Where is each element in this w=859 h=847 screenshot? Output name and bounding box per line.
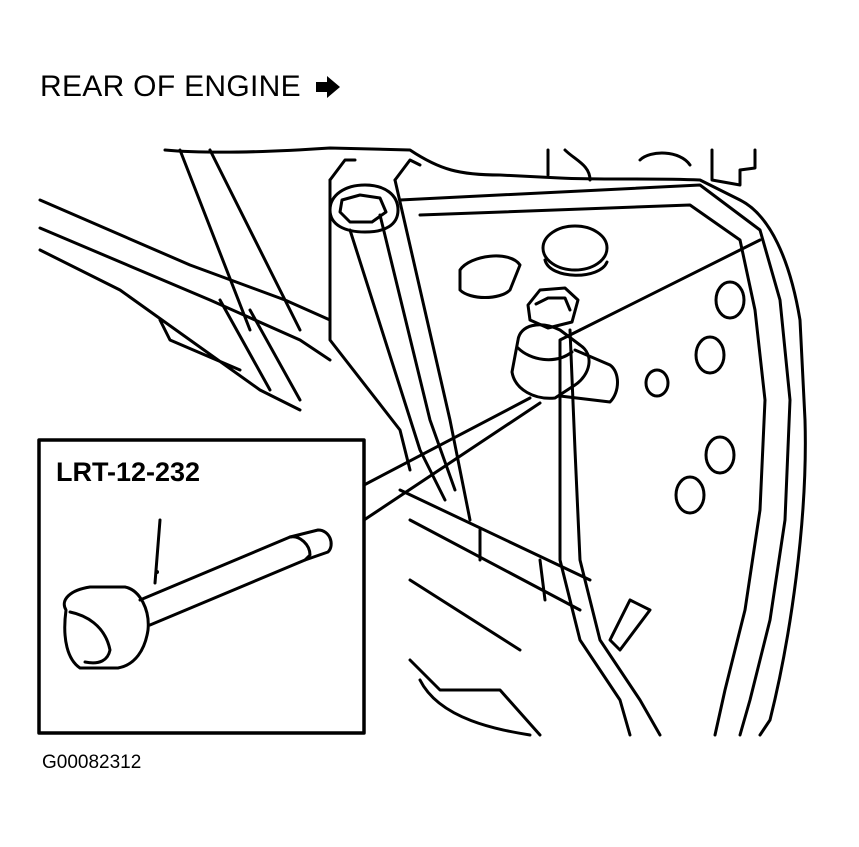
pan-hole xyxy=(694,335,726,375)
upper-cylinder-mid xyxy=(638,151,692,167)
upper-boss-rim xyxy=(543,258,609,277)
pan-hole xyxy=(644,368,670,398)
housing-inner-edge xyxy=(178,148,302,332)
upper-cylinder-right xyxy=(710,148,757,187)
small-bolt-face xyxy=(534,296,572,312)
pan-hole xyxy=(704,435,736,475)
pan-slot xyxy=(608,598,652,652)
figure-id: G00082312 xyxy=(42,752,142,773)
page-title: REAR OF ENGINE xyxy=(40,70,301,103)
housing-outline xyxy=(163,146,807,737)
pan-upper-edge xyxy=(398,183,792,737)
pan-flange xyxy=(568,238,762,737)
top-bolt-flange xyxy=(328,183,400,234)
lower-floor-rib xyxy=(478,528,547,602)
callout-box xyxy=(37,438,366,735)
left-bracket-brace xyxy=(218,298,302,402)
lower-circle xyxy=(418,678,532,737)
lower-floor xyxy=(398,488,592,737)
side-lug xyxy=(458,254,522,299)
left-bracket-lower xyxy=(38,248,302,412)
top-bolt-head xyxy=(338,193,388,224)
strut-right xyxy=(378,213,457,492)
top-bolt-mount xyxy=(328,158,422,182)
strut-center xyxy=(348,228,447,502)
tool-leader-dot xyxy=(155,570,159,574)
callout-tool xyxy=(62,518,333,670)
pan-hole xyxy=(714,280,746,320)
strut-left xyxy=(328,178,412,472)
tool-part-number: LRT-12-232 xyxy=(56,457,201,487)
strut-far xyxy=(393,178,472,522)
pan-lower-rib xyxy=(558,328,632,737)
upper-boss xyxy=(541,224,609,272)
pan-inner-edge xyxy=(418,203,767,737)
small-bolt xyxy=(526,286,580,330)
pan-hole xyxy=(674,475,706,515)
installed-tool xyxy=(510,323,619,404)
callout-leader xyxy=(362,396,542,522)
right-arrow-icon xyxy=(315,76,340,98)
header: REAR OF ENGINE xyxy=(40,70,341,104)
upper-cylinder-left xyxy=(546,148,592,182)
